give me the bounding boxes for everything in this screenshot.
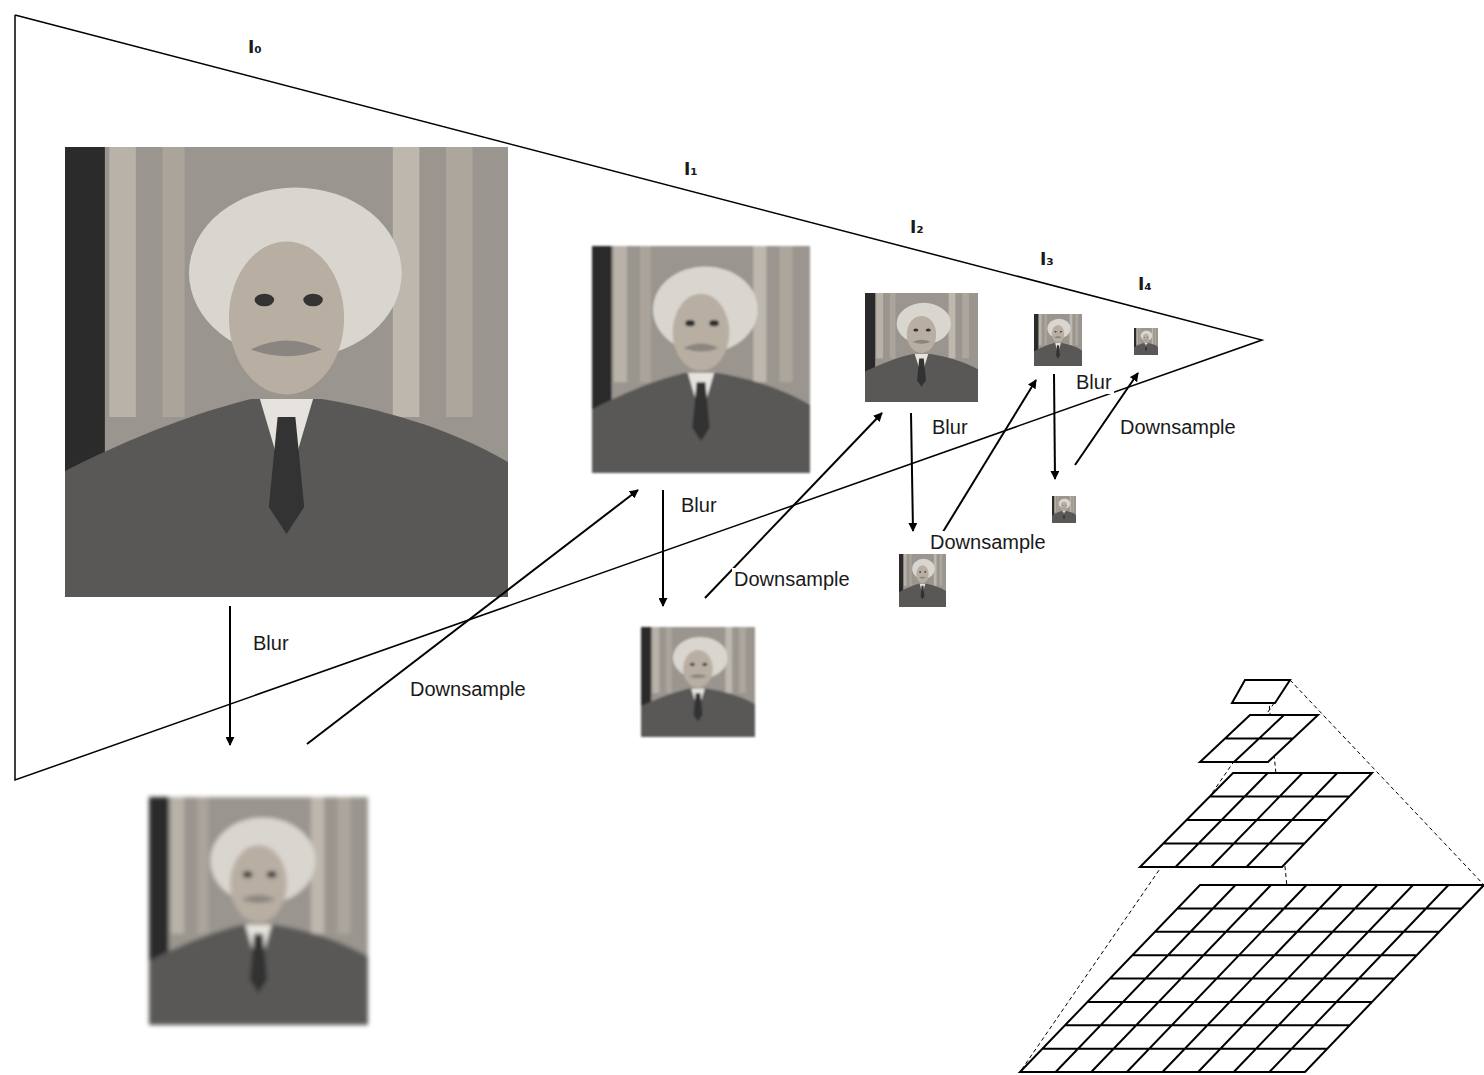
level-label: I₃ [1038, 250, 1056, 270]
pyramid-outline [15, 15, 1262, 780]
grid-layer [1232, 680, 1290, 703]
level-label: I₀ [246, 38, 264, 58]
grid-layer [1200, 715, 1318, 762]
operation-label: Downsample [732, 568, 852, 591]
operation-label: Blur [251, 632, 291, 655]
grid-pyramid [1020, 680, 1484, 1072]
operation-label: Blur [1074, 371, 1114, 394]
operation-label: Downsample [1118, 416, 1238, 439]
operation-label: Downsample [928, 531, 1048, 554]
operation-label: Blur [679, 494, 719, 517]
level-label: I₄ [1136, 275, 1154, 295]
grid-layer [1020, 885, 1484, 1072]
grid-layer [1140, 773, 1372, 867]
level-label: I₁ [682, 160, 700, 180]
operation-label: Blur [930, 416, 970, 439]
pyramid-images [65, 147, 1158, 1025]
operation-label: Downsample [408, 678, 528, 701]
level-label: I₂ [908, 218, 926, 238]
operation-arrows [230, 373, 1138, 745]
